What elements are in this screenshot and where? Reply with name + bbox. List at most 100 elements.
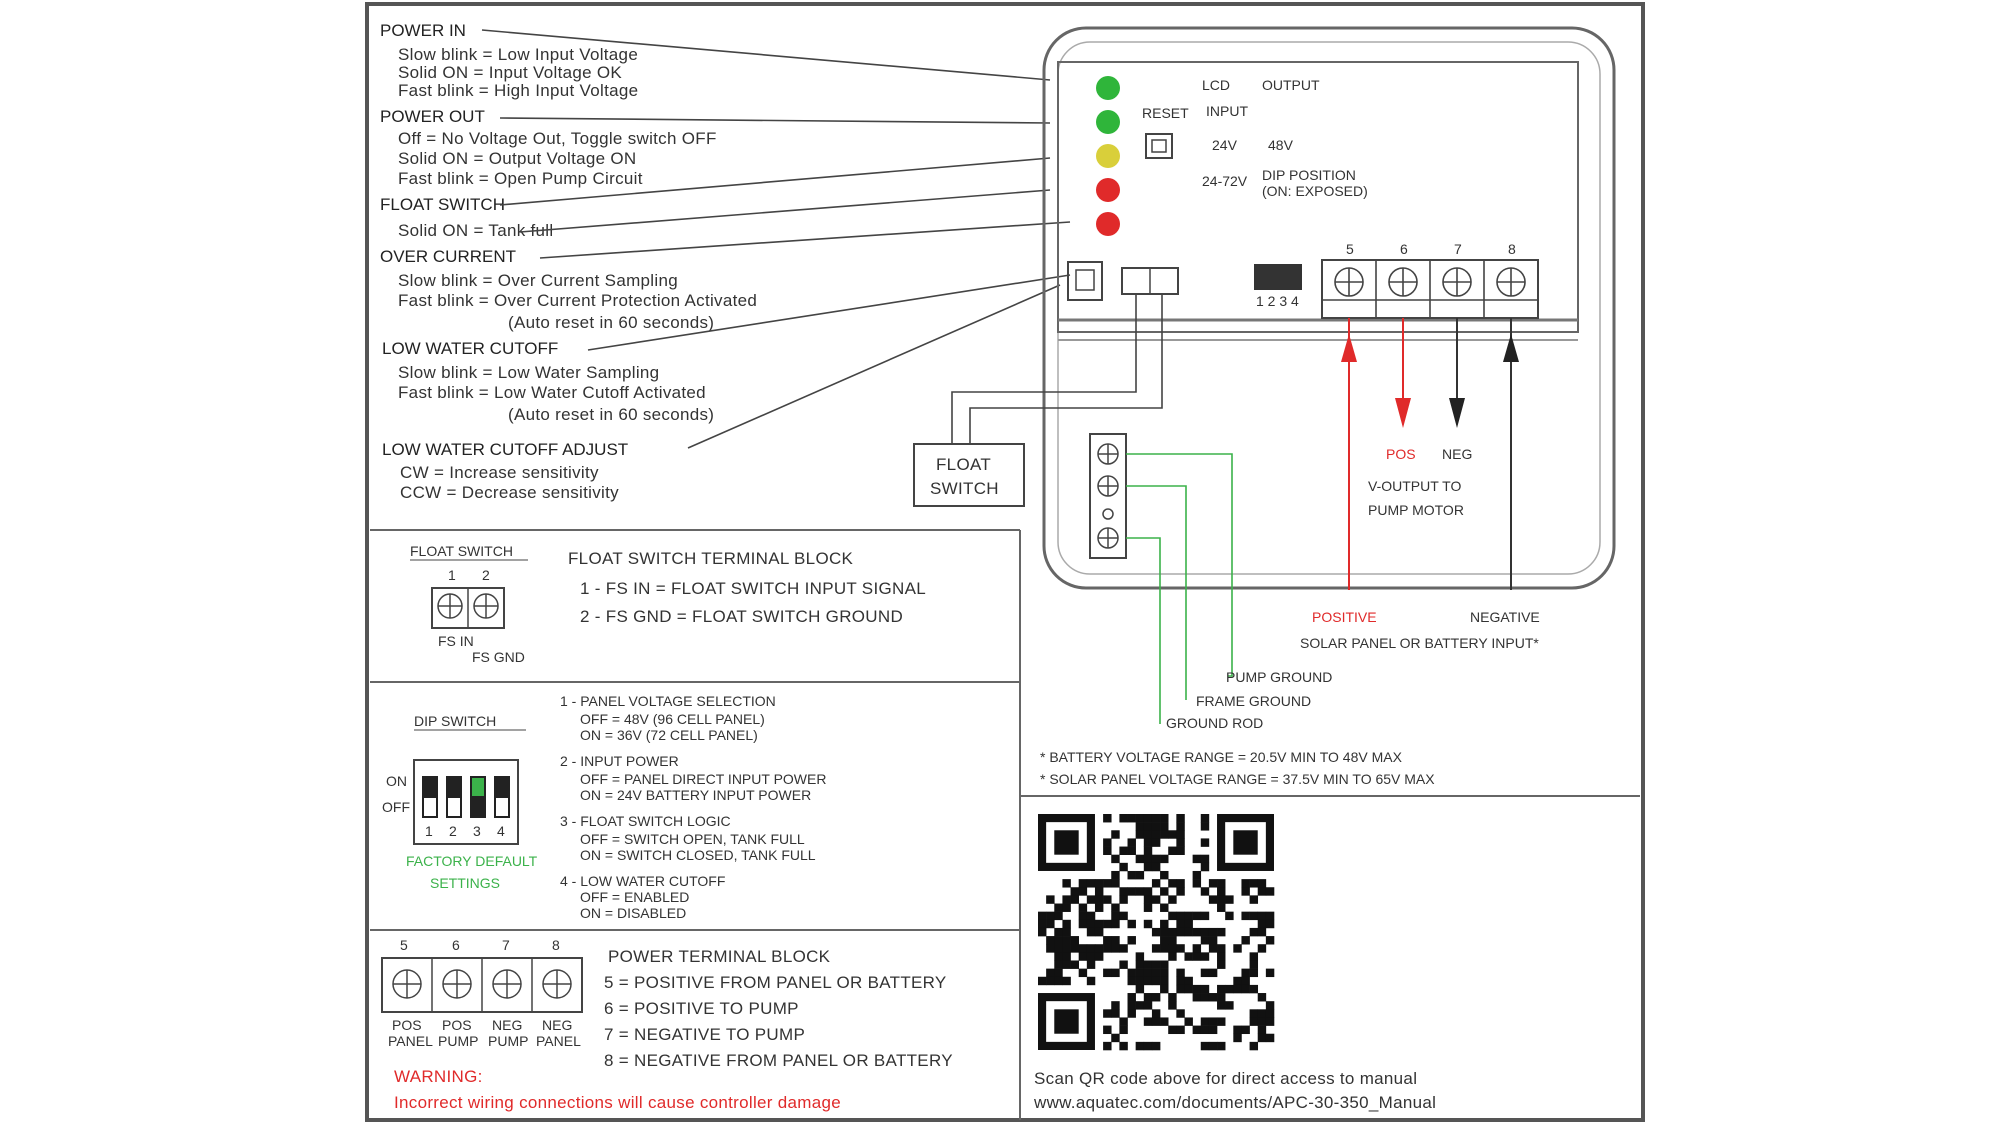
legend-over-current-line-2: Fast blink = Over Current Protection Act… [398,291,757,310]
float-terminal-number-1: 1 [448,567,456,583]
low-water-adjust-pot[interactable] [1067,261,1103,301]
dip-number-2: 2 [449,823,457,839]
legend-over-current-title: OVER CURRENT [380,247,516,266]
legend-power-out-line-1: Off = No Voltage Out, Toggle switch OFF [398,129,717,148]
legend-low-water-adjust-title: LOW WATER CUTOFF ADJUST [382,440,628,459]
dip-on-label: ON [386,773,407,789]
dip-factory-note-line-2: SETTINGS [430,875,500,891]
solar-range-note: * SOLAR PANEL VOLTAGE RANGE = 37.5V MIN … [1040,771,1435,787]
pump-caption-line-1: V-OUTPUT TO [1368,478,1461,494]
legend-over-current-line-3: (Auto reset in 60 seconds) [508,313,714,332]
input-labels: POSITIVE NEGATIVE SOLAR PANEL OR BATTERY… [1300,609,1540,651]
input-caption: SOLAR PANEL OR BATTERY INPUT* [1300,635,1539,651]
dip-item-3-line-1: OFF = SWITCH OPEN, TANK FULL [580,831,805,847]
float-terminal-number-2: 2 [482,567,490,583]
power-terminal-line-5: 5 = POSITIVE FROM PANEL OR BATTERY [604,973,947,992]
dip-number-4: 4 [497,823,505,839]
board-power-terminal: 5 6 7 8 [1321,241,1539,319]
power-terminal-number-5: 5 [400,937,408,953]
ground-label-frame: FRAME GROUND [1196,693,1311,709]
qr-code[interactable] [1038,814,1275,1051]
qr-caption-line-2[interactable]: www.aquatec.com/documents/APC-30-350_Man… [1033,1093,1436,1112]
legend-power-in-title: POWER IN [380,21,466,40]
float-terminal-line-2: 2 - FS GND = FLOAT SWITCH GROUND [580,607,903,626]
dip-switch-body[interactable] [413,759,519,845]
legend-low-water-line-1: Slow blink = Low Water Sampling [398,363,659,382]
float-switch-wiring: FLOAT SWITCH [913,294,1163,507]
legend-low-water-adjust-line-2: CCW = Decrease sensitivity [400,483,619,502]
float-terminal-bottom-label-1: FS IN [438,633,474,649]
legend-power-in-line-3: Fast blink = High Input Voltage [398,81,638,100]
warning-title: WARNING: [394,1067,483,1086]
dip-item-2-line-1: OFF = PANEL DIRECT INPUT POWER [580,771,826,787]
float-terminal-line-1: 1 - FS IN = FLOAT SWITCH INPUT SIGNAL [580,579,926,598]
led-low-water-cutoff [1096,212,1120,236]
lcd-label: LCD [1202,77,1230,93]
dip-off-label: OFF [382,799,410,815]
power-terminal-bottom-6-b: PUMP [438,1033,478,1049]
float-terminal-header: FLOAT SWITCH [410,543,513,559]
board-terminal-number-6: 6 [1400,241,1408,257]
ground-label-rod: GROUND ROD [1166,715,1263,731]
dip-item-3-title: 3 - FLOAT SWITCH LOGIC [560,813,731,829]
qr-section: Scan QR code above for direct access to … [1033,814,1436,1112]
dip-switch-on-board[interactable] [1254,264,1302,290]
warning-text: Incorrect wiring connections will cause … [394,1093,841,1112]
float-switch-box [913,443,1025,507]
reset-label: RESET [1142,105,1189,121]
dip-item-1-title: 1 - PANEL VOLTAGE SELECTION [560,693,776,709]
led-float-switch [1096,144,1120,168]
board-terminal-number-5: 5 [1346,241,1354,257]
dip-item-2-line-2: ON = 24V BATTERY INPUT POWER [580,787,811,803]
power-terminal-line-8: 8 = NEGATIVE FROM PANEL OR BATTERY [604,1051,953,1070]
power-terminal-bottom-7-b: PUMP [488,1033,528,1049]
pump-output-labels: POS NEG V-OUTPUT TO PUMP MOTOR [1368,446,1472,518]
power-terminal-line-7: 7 = NEGATIVE TO PUMP [604,1025,805,1044]
ground-terminal: PUMP GROUND FRAME GROUND GROUND ROD [1089,433,1332,731]
led-power-out [1096,110,1120,134]
output-label: OUTPUT [1262,77,1320,93]
power-terminal-line-6: 6 = POSITIVE TO PUMP [604,999,799,1018]
legend-power-in-line-1: Slow blink = Low Input Voltage [398,45,638,64]
legend-power-out-line-3: Fast blink = Open Pump Circuit [398,169,643,188]
dip-item-1-line-2: ON = 36V (72 CELL PANEL) [580,727,758,743]
board-terminal-number-8: 8 [1508,241,1516,257]
mode-note-line-1: DIP POSITION [1262,167,1356,183]
input-positive-label: POSITIVE [1312,609,1377,625]
reset-button[interactable] [1145,133,1173,159]
float-terminal-section: FLOAT SWITCH 1 2 FS IN FS GND FLOAT SWIT… [410,543,926,665]
power-terminal-number-8: 8 [552,937,560,953]
dip-item-2-title: 2 - INPUT POWER [560,753,679,769]
status-leds [1096,76,1120,236]
legend-float-switch-line-1: Solid ON = Tank full [398,221,553,240]
power-terminal-title: POWER TERMINAL BLOCK [608,947,831,966]
pump-caption-line-2: PUMP MOTOR [1368,502,1464,518]
dip-item-1-line-1: OFF = 48V (96 CELL PANEL) [580,711,765,727]
led-over-current [1096,178,1120,202]
board-components: 1 2 3 4 [1067,261,1302,309]
controller-controls: RESET LCD OUTPUT INPUT 24V 48V 24-72V DI… [1142,77,1368,199]
input-label: INPUT [1206,103,1248,119]
power-terminal-bottom-7-a: NEG [492,1017,522,1033]
power-terminal-bottom-6-a: POS [442,1017,472,1033]
legend-low-water-adjust-line-1: CW = Increase sensitivity [400,463,599,482]
pump-pos-label: POS [1386,446,1416,462]
dip-item-4-title: 4 - LOW WATER CUTOFF [560,873,725,889]
led-power-in [1096,76,1120,100]
dip-item-4-line-1: OFF = ENABLED [580,889,689,905]
mode-48v-label: 48V [1268,137,1294,153]
mode-note-line-2: (ON: EXPOSED) [1262,183,1368,199]
legend-low-water-line-3: (Auto reset in 60 seconds) [508,405,714,424]
dip-number-1: 1 [425,823,433,839]
float-terminal-bottom-label-2: FS GND [472,649,525,665]
dip-switch-header: DIP SWITCH [414,713,496,729]
dip-number-3: 3 [473,823,481,839]
ground-label-pump: PUMP GROUND [1226,669,1332,685]
float-switch-box-line-2: SWITCH [930,479,999,498]
legend-leader-lines [481,29,1071,449]
mode-24v-label: 24V [1212,137,1238,153]
dip-factory-note-line-1: FACTORY DEFAULT [406,853,538,869]
svg-text:1 2 3 4: 1 2 3 4 [1256,293,1299,309]
